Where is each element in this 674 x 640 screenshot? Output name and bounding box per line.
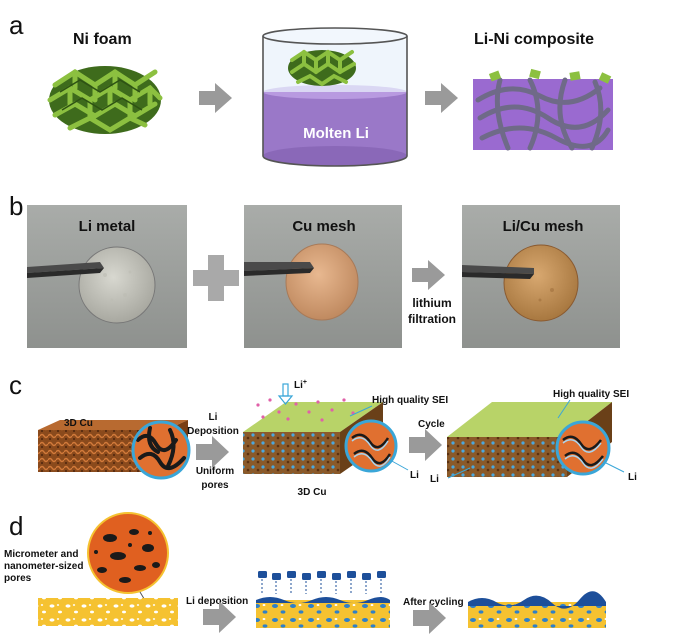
arrow-b [412, 260, 445, 290]
ni-foam-illustration [47, 66, 163, 134]
li-ion-dots [256, 398, 355, 422]
sei-right-pointer [557, 399, 571, 419]
arrow-d-2 [413, 602, 446, 634]
pores-text-line2: nanometer-sized [4, 561, 83, 572]
arrow-c-1 [196, 436, 229, 468]
arrow-a-2 [425, 83, 458, 113]
pores-text-line1: Micrometer and [4, 549, 78, 560]
filtration-label: filtration [408, 312, 456, 326]
sei-middle-pointer [349, 405, 373, 417]
porous-slab-initial [38, 598, 178, 626]
cu-zoom-circle [131, 420, 191, 480]
li-metal-photo [27, 205, 187, 348]
beaker-illustration [262, 27, 408, 167]
cu-mesh-photo [244, 205, 402, 348]
sei-middle-label: High quality SEI [372, 395, 448, 406]
li-cu-mesh-photo [462, 205, 620, 348]
li-middle-label: Li [410, 470, 419, 481]
after-cycling-label: After cycling [403, 597, 464, 608]
li-cu-mesh-label: Li/Cu mesh [503, 218, 584, 235]
li-ion-rain [258, 571, 386, 594]
panel-a-letter: a [9, 10, 24, 40]
porous-slab-cycled [468, 591, 606, 628]
pores-label: pores [201, 480, 229, 491]
uniform-label: Uniform [196, 466, 234, 477]
deposition-label: Deposition [187, 426, 239, 437]
sei-right-label: High quality SEI [553, 389, 629, 400]
cu-mesh-label: Cu mesh [292, 218, 355, 235]
panel-c-letter: c [9, 370, 22, 400]
porous-slab-deposited [256, 597, 390, 628]
arrow-c-2 [409, 429, 442, 461]
li-middle-pointer [389, 459, 409, 471]
arrow-a-1 [199, 83, 232, 113]
panel-b-letter: b [9, 191, 23, 221]
ni-foam-label: Ni foam [73, 31, 132, 48]
li-ion-arrow [277, 383, 294, 405]
li-ni-composite-label: Li-Ni composite [474, 31, 594, 48]
sei-zoom-circle-right [555, 420, 611, 476]
panel-d-letter: d [9, 511, 23, 541]
li-right-label-a: Li [430, 474, 439, 485]
pores-text-line3: pores [4, 573, 32, 584]
sei-zoom-circle-middle [344, 419, 398, 473]
arrow-d-1 [203, 601, 236, 633]
cu-3d-left-label: 3D Cu [64, 418, 93, 429]
li-right-pointer-a [447, 467, 471, 479]
li-word-label: Li [209, 412, 218, 423]
li-deposition-label: Li deposition [186, 596, 248, 607]
li-metal-label: Li metal [79, 218, 136, 235]
plus-icon [193, 255, 239, 301]
cycle-label: Cycle [418, 419, 445, 430]
li-ion-label: Li+ [294, 379, 307, 391]
li-right-label-b: Li [628, 472, 637, 483]
cu-3d-middle-label: 3D Cu [298, 487, 327, 498]
molten-li-label: Molten Li [303, 125, 369, 142]
pore-zoom-circle [87, 512, 169, 603]
lithium-label: lithium [412, 296, 451, 310]
li-right-pointer-b [603, 461, 625, 473]
li-ni-composite-illustration [473, 68, 613, 151]
